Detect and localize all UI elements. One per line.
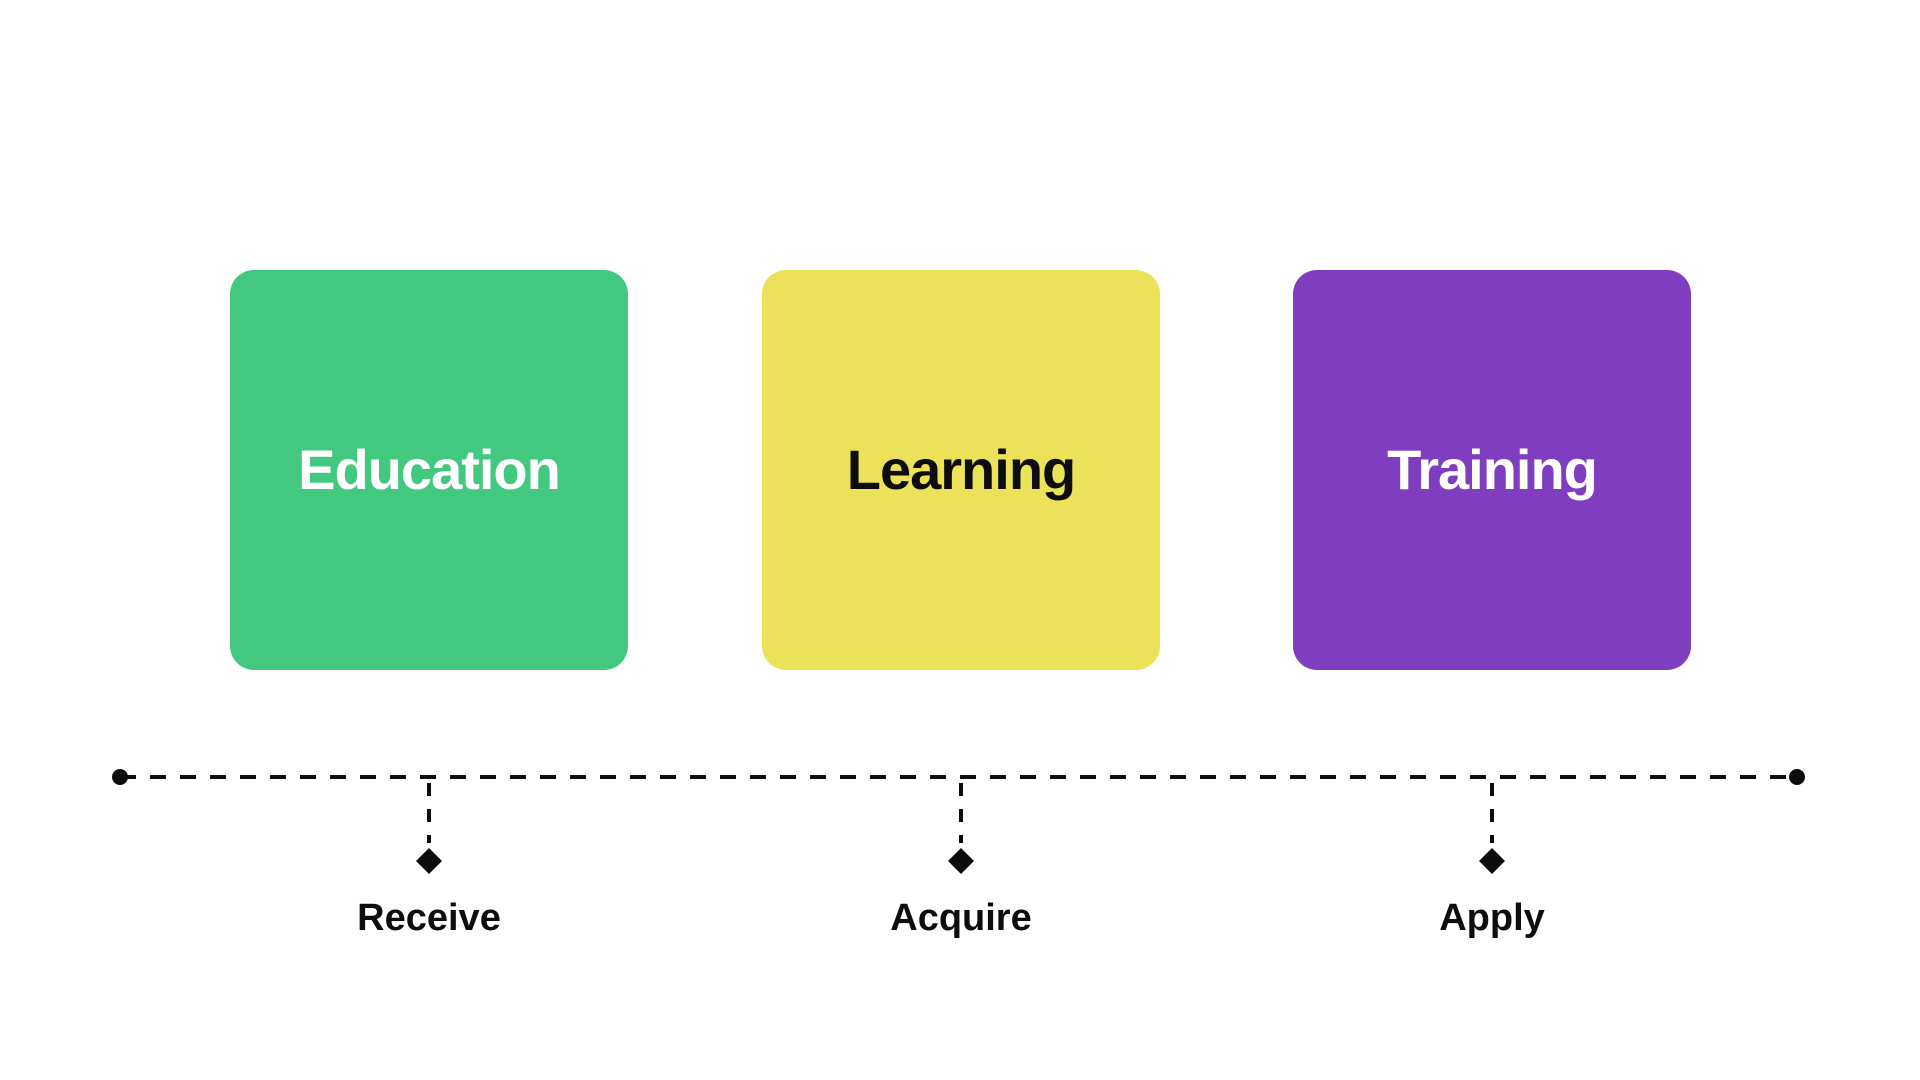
connector-receive: [416, 783, 442, 874]
connector-acquire: [948, 783, 974, 874]
stage-box-label: Education: [298, 438, 561, 501]
timeline-endpoint-dot-left: [112, 769, 128, 785]
milestone-label-acquire: Acquire: [890, 897, 1032, 939]
stage-box-training: Training: [1293, 270, 1691, 670]
milestone-label-receive: Receive: [357, 897, 501, 939]
stage-box-label: Learning: [846, 438, 1076, 501]
milestone-label-apply: Apply: [1439, 897, 1545, 939]
stage-box-label: Training: [1387, 438, 1598, 501]
diamond-marker-icon: [416, 848, 442, 874]
stage-box-learning: Learning: [762, 270, 1160, 670]
diamond-marker-icon: [1479, 848, 1505, 874]
stage-box-education: Education: [230, 270, 628, 670]
connector-apply: [1479, 783, 1505, 874]
diamond-marker-icon: [948, 848, 974, 874]
timeline-endpoint-dot-right: [1789, 769, 1805, 785]
